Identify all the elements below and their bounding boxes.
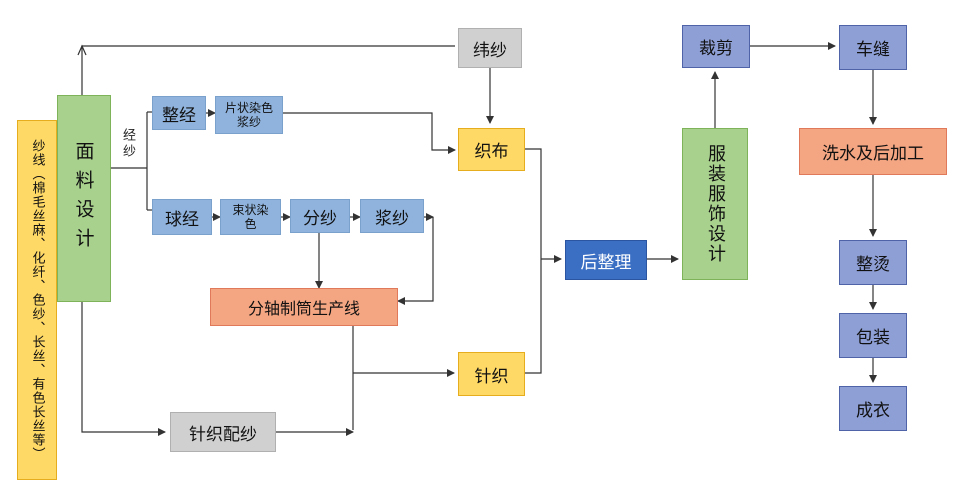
zhengjing-box: 整经 xyxy=(152,96,206,130)
washing-post-processing-box: 洗水及后加工 xyxy=(799,128,947,175)
bundle-dye-box: 束状染色 xyxy=(220,199,281,235)
arrowhead-up xyxy=(77,44,87,56)
knitting-box: 针织 xyxy=(458,352,525,396)
cutting-box: 裁剪 xyxy=(682,25,750,68)
connector-design-to-knit-yarn xyxy=(81,302,166,436)
yarn-input-label: 纱线（棉毛丝麻、化纤、色纱、长丝、有色长丝等） xyxy=(29,139,45,461)
packing-box: 包装 xyxy=(839,313,907,358)
apparel-design-box: 服装服饰设计 xyxy=(682,128,748,280)
axis-tube-production-line-box: 分轴制筒生产线 xyxy=(210,288,398,326)
knit-yarn-matching-box: 针织配纱 xyxy=(170,412,276,452)
post-finishing-box: 后整理 xyxy=(565,240,647,280)
warp-yarn-label: 经纱 xyxy=(120,128,135,160)
connector-merge xyxy=(525,148,542,374)
fabric-design-box: 面料设计 xyxy=(57,95,111,302)
fensha-box: 分纱 xyxy=(290,199,350,233)
ironing-box: 整烫 xyxy=(839,240,907,285)
yarn-input-box: 纱线（棉毛丝麻、化纤、色纱、长丝、有色长丝等） xyxy=(17,120,57,480)
jiangsha-box: 浆纱 xyxy=(360,199,424,233)
sheet-dye-sizing-box: 片状染色浆纱 xyxy=(215,96,283,134)
qiujing-box: 球经 xyxy=(152,199,212,235)
weft-yarn-box: 纬纱 xyxy=(458,28,522,68)
connector-sheet-to-weaving xyxy=(283,112,456,154)
weaving-box: 织布 xyxy=(458,128,525,171)
sewing-box: 车缝 xyxy=(839,25,907,70)
finished-garment-box: 成衣 xyxy=(839,386,907,431)
connector-to-axis-line xyxy=(397,217,434,305)
fabric-design-label: 面料设计 xyxy=(72,140,95,257)
connector-design-to-weft xyxy=(81,45,455,95)
